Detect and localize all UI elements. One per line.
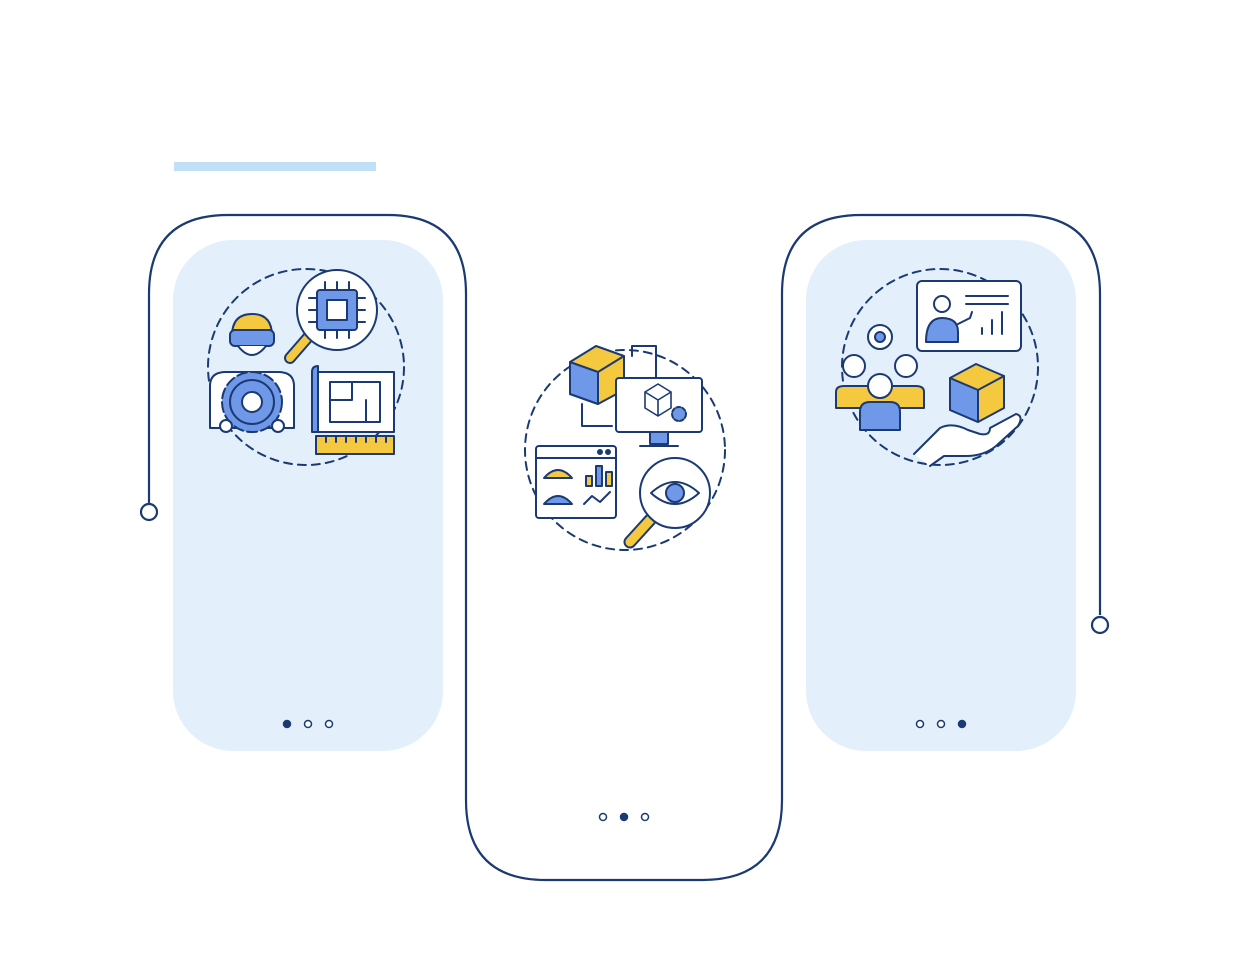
gear-icon: [219, 371, 285, 433]
step-1-card: [139, 213, 468, 751]
presentation-audience-icon: [835, 268, 1039, 467]
pagination-dot-active: [619, 812, 629, 822]
step-2-pagination: [598, 812, 650, 822]
group-people-icon: [835, 324, 925, 431]
step-3-card: [806, 240, 1110, 751]
step-1-pagination: [282, 719, 334, 729]
magnifier-cpu-icon: [284, 269, 378, 364]
dashboard-window-icon: [535, 445, 617, 519]
step-1-connector-node: [139, 502, 159, 522]
pagination-dot-active: [282, 719, 292, 729]
magnifier-eye-icon: [623, 457, 711, 549]
step-3-pagination: [915, 719, 967, 729]
3d-model-analytics-icon: [524, 345, 726, 551]
step-3-panel: [806, 240, 1076, 751]
step-1-panel: [173, 240, 443, 751]
step-2-card: [464, 213, 1102, 882]
presenter-board-icon: [916, 280, 1022, 352]
step-3-connector-node: [1090, 615, 1110, 635]
monitor-cube-gear-icon: [615, 377, 703, 447]
pagination-dot: [303, 719, 313, 729]
step-1-outline: [147, 213, 468, 503]
cube-on-hand-icon: [913, 363, 1022, 467]
ruler-icon: [315, 435, 395, 455]
step-2-outline: [464, 213, 1102, 882]
pagination-dot: [915, 719, 925, 729]
header-accent-bar: [174, 162, 376, 171]
pagination-dot-active: [957, 719, 967, 729]
pagination-dot: [324, 719, 334, 729]
pagination-dot: [936, 719, 946, 729]
pagination-dot: [640, 812, 650, 822]
vr-engineer-design-icon: [207, 268, 405, 466]
blueprint-icon: [311, 365, 395, 433]
pagination-dot: [598, 812, 608, 822]
cube-icon: [569, 345, 657, 427]
